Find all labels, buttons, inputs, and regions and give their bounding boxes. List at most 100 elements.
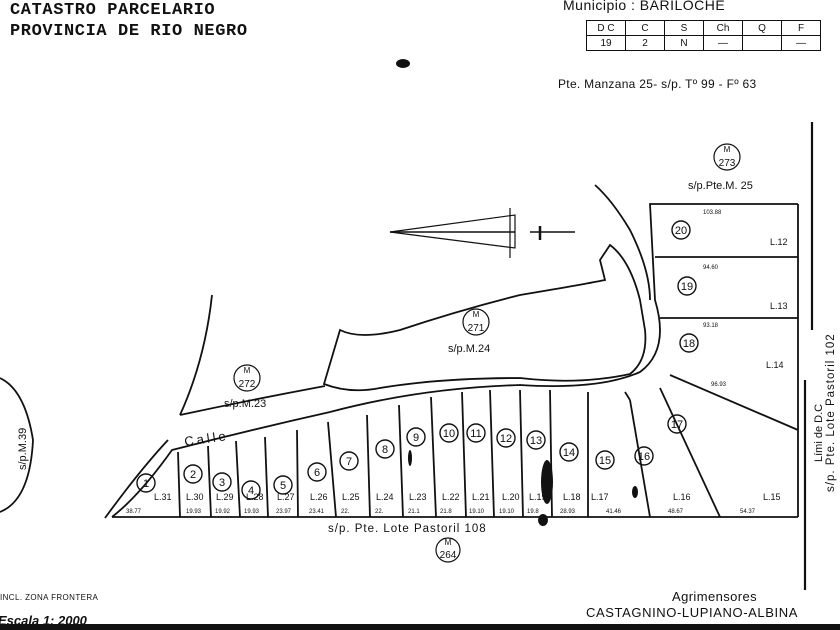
parcel-18-circle (679, 333, 699, 353)
lot-label: L.17 (591, 492, 609, 502)
lot-label: L.18 (563, 492, 581, 502)
parcel-9-circle (406, 427, 426, 447)
lot-label: L.22 (442, 492, 460, 502)
lot-label: L.30 (186, 492, 204, 502)
lot-label: L.29 (216, 492, 234, 502)
parcel-9: 9 (413, 432, 419, 444)
parcel-14: 14 (563, 447, 575, 459)
right-side-label: s/p. Pte. Lote Pastoril 102 (825, 333, 837, 492)
dimension-label: 54.37 (740, 509, 756, 515)
zona-frontera-note: INCL. ZONA FRONTERA (0, 593, 99, 602)
parcel-8-circle (375, 439, 395, 459)
lot-label: L.15 (763, 492, 781, 502)
block-273-circle (713, 143, 741, 171)
dimension-label: 19.10 (469, 509, 485, 515)
parcel-16-circle (634, 446, 654, 466)
cadastral-code-table: D C C S Ch Q F 19 2 N — — (586, 20, 821, 51)
block-273-label: s/p.Pte.M. 25 (688, 180, 753, 192)
dimension-label: 19.93 (186, 509, 202, 515)
lot-label: L.24 (376, 492, 394, 502)
parcel-8: 8 (382, 444, 388, 456)
parcel-1: 1 (143, 478, 149, 490)
dimension-label: 96.93 (711, 382, 727, 388)
block-271-label: s/p.M.24 (448, 343, 490, 355)
dimension-label: 93.18 (703, 323, 719, 329)
lot-label: L.23 (409, 492, 427, 502)
parcel-17: 17 (671, 419, 683, 431)
dimension-label: 103.88 (703, 210, 722, 216)
bottom-lot-label: s/p. Pte. Lote Pastoril 108 (328, 523, 487, 535)
parcel-13-circle (526, 430, 546, 450)
dimension-label: 19.92 (215, 509, 231, 515)
lot-label: L.12 (770, 237, 788, 247)
lot-label: L.25 (342, 492, 360, 502)
parcel-17-circle (667, 414, 687, 434)
code-value-f: — (781, 35, 821, 51)
parcel-15-circle (595, 450, 615, 470)
agrimensores-label: Agrimensores (672, 589, 757, 604)
block-271-code: M (473, 310, 480, 319)
title-provincia: PROVINCIA DE RIO NEGRO (10, 22, 248, 41)
parcel-5: 5 (280, 480, 286, 492)
lot-label: L.19 (529, 492, 547, 502)
ink-blot (396, 59, 410, 68)
parcel-18: 18 (683, 338, 695, 350)
parcel-14-circle (559, 442, 579, 462)
parcel-4-circle (241, 480, 261, 500)
lot-label: L.31 (154, 492, 172, 502)
block-264-code: M (445, 538, 452, 547)
lot-label: L.26 (310, 492, 328, 502)
parcel-12-circle (496, 428, 516, 448)
dimension-label: 19.8 (527, 509, 539, 515)
bottom-scan-edge (0, 624, 840, 630)
parcel-15: 15 (599, 455, 611, 467)
block-272-label: s/p.M.23 (224, 398, 266, 410)
dimension-label: 22. (341, 509, 350, 515)
parcel-20: 20 (675, 225, 687, 237)
dimension-label: 28.93 (560, 509, 576, 515)
street-label: Calle (183, 428, 229, 449)
parcel-3: 3 (219, 477, 225, 489)
dimension-label: 22. (375, 509, 384, 515)
block-273-code: M (724, 145, 731, 154)
parcel-11: 11 (470, 428, 481, 440)
block-272-num: 272 (239, 379, 256, 390)
lot-label: L.20 (502, 492, 520, 502)
block-272-circle (233, 364, 261, 392)
dimension-label: 41.46 (606, 509, 622, 515)
limit-label: Lími de D.C (813, 404, 825, 462)
parcel-10: 10 (443, 428, 455, 440)
block-264-circle (435, 537, 461, 563)
lot-label: L.27 (277, 492, 295, 502)
parcel-6-circle (307, 462, 327, 482)
dimension-label: 94.60 (703, 265, 719, 271)
parcel-13: 13 (530, 435, 542, 447)
parcel-19-circle (677, 276, 697, 296)
dimension-label: 38.77 (126, 509, 142, 515)
parcel-4: 4 (248, 485, 254, 497)
parcel-2: 2 (190, 469, 196, 481)
dimension-label: 23.97 (276, 509, 292, 515)
dimension-label: 19.93 (244, 509, 260, 515)
parcel-2-circle (183, 464, 203, 484)
dimension-label: 23.41 (309, 509, 325, 515)
agrimensores-names: CASTAGNINO-LUPIANO-ALBINA (586, 605, 798, 620)
parcel-16: 16 (638, 451, 650, 463)
parcel-6: 6 (314, 467, 320, 479)
parcel-3-circle (212, 472, 232, 492)
code-table-value-row: 19 2 N — — (586, 35, 821, 51)
dimension-label: 19.10 (499, 509, 515, 515)
block-273-num: 273 (719, 158, 736, 169)
code-value-dc: 19 (586, 35, 626, 51)
lot-label: L.13 (770, 301, 788, 311)
parcel-7: 7 (346, 456, 352, 468)
title-catastro: CATASTRO PARCELARIO (10, 1, 216, 20)
parcel-20-circle (671, 220, 691, 240)
block-264-num: 264 (440, 550, 457, 561)
dimension-label: 21.1 (408, 509, 420, 515)
dimension-label: 48.67 (668, 509, 684, 515)
parcel-5-circle (273, 475, 293, 495)
dimension-label: 21.8 (440, 509, 452, 515)
lot-label: L.21 (472, 492, 490, 502)
